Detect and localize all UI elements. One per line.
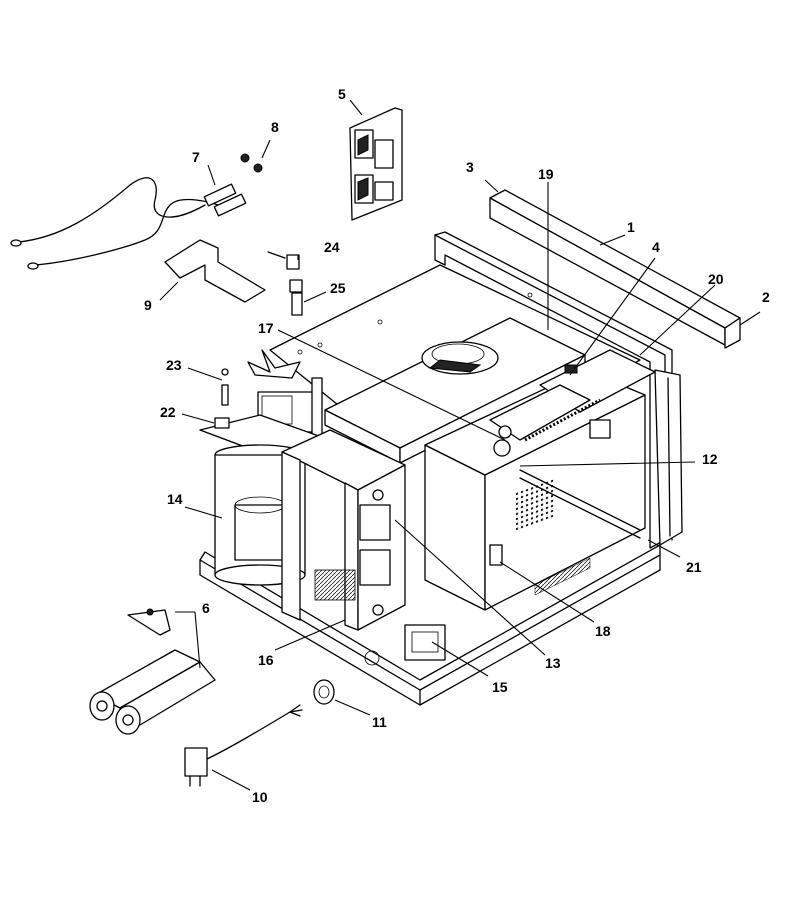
callout-3: 3 xyxy=(466,159,474,175)
hv-mount-bracket xyxy=(281,429,406,631)
bracket-9 xyxy=(164,239,266,303)
relay-18 xyxy=(489,544,503,566)
callout-23: 23 xyxy=(166,357,182,373)
leader-lines xyxy=(159,99,761,791)
callout-4: 4 xyxy=(652,239,660,255)
right-side-panel xyxy=(654,369,683,546)
callout-17: 17 xyxy=(258,320,274,336)
thermal-parts-24-25 xyxy=(267,251,303,316)
callout-13: 13 xyxy=(545,655,561,671)
callout-19: 19 xyxy=(538,166,554,182)
callout-24: 24 xyxy=(324,239,340,255)
callout-12: 12 xyxy=(702,451,718,467)
callout-10: 10 xyxy=(252,789,268,805)
callout-5: 5 xyxy=(338,86,346,102)
latch-switch-board xyxy=(349,107,403,221)
callout-22: 22 xyxy=(160,404,176,420)
vent-grille-lower xyxy=(534,557,591,596)
screws-8 xyxy=(240,153,263,173)
vent-grille-upper xyxy=(515,477,555,533)
callout-15: 15 xyxy=(492,679,508,695)
callout-14: 14 xyxy=(167,491,183,507)
callout-25: 25 xyxy=(330,280,346,296)
front-trim-bar xyxy=(489,189,741,349)
noise-filter xyxy=(404,624,446,661)
callout-21: 21 xyxy=(686,559,702,575)
callout-1: 1 xyxy=(627,219,635,235)
callout-6: 6 xyxy=(202,600,210,616)
callout-16: 16 xyxy=(258,652,274,668)
callout-18: 18 xyxy=(595,623,611,639)
callout-8: 8 xyxy=(271,119,279,135)
power-cord-plug xyxy=(184,704,303,787)
callout-20: 20 xyxy=(708,271,724,287)
callout-11: 11 xyxy=(372,714,387,730)
grommet xyxy=(313,679,335,705)
callout-7: 7 xyxy=(192,149,200,165)
callout-2: 2 xyxy=(762,289,770,305)
hv-capacitors xyxy=(89,608,216,735)
control-board xyxy=(489,349,656,457)
callout-9: 9 xyxy=(144,297,152,313)
callout-labels: 1 2 3 4 5 6 7 8 9 10 11 12 13 14 15 16 1… xyxy=(144,86,770,805)
wire-harness xyxy=(10,177,247,270)
